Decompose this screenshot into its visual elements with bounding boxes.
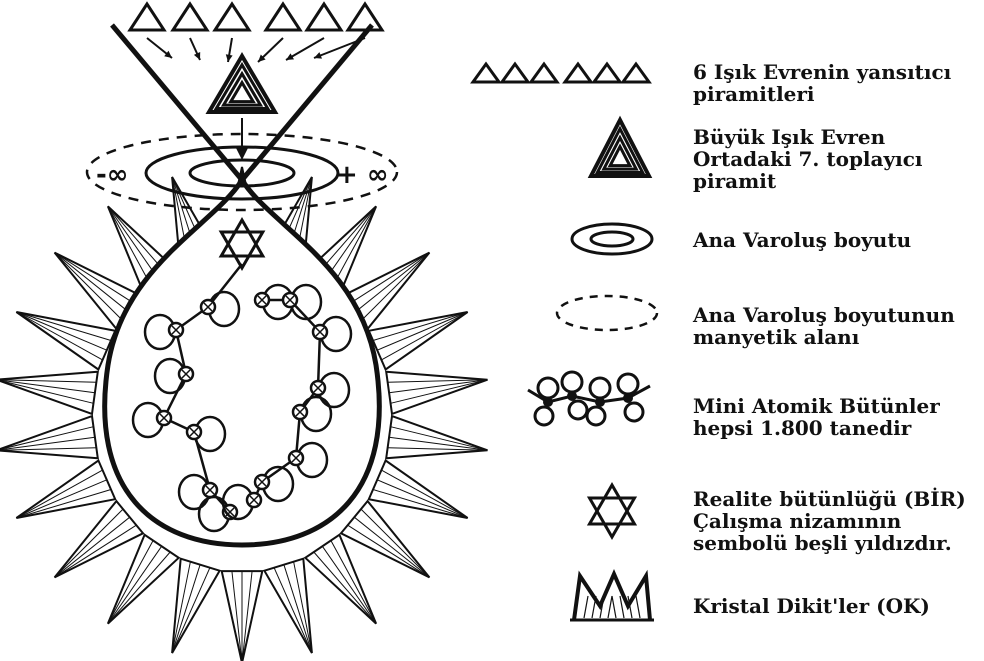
six-point-star-icon — [590, 485, 635, 537]
reflector-pyramid — [215, 4, 249, 30]
reflector-pyramid — [266, 4, 300, 30]
crystal-spike — [55, 501, 143, 577]
infinity-left-label: -∞ — [96, 160, 128, 190]
reflector-pyramid — [173, 4, 207, 30]
legend-icons — [473, 64, 657, 620]
crystal-spike — [386, 416, 487, 458]
central-collector-pyramid — [209, 56, 275, 112]
converging-arrows — [147, 38, 365, 62]
central-collector-pyramid-icon — [591, 120, 649, 176]
mini-atomic-wholes-chain-icon — [528, 372, 650, 425]
legend-text-star: Realite bütünlüğü (BİR)Çalışma nizamının… — [693, 488, 966, 554]
cosmic-diagram: -∞ + ∞ — [0, 4, 488, 661]
cone-left-line — [112, 25, 242, 180]
crystal-spike — [305, 535, 376, 624]
magnetic-field-dashed-ellipse-icon — [557, 296, 657, 330]
six-reflector-pyramids-icon — [473, 64, 649, 82]
crystal-spike — [264, 559, 312, 653]
drop-shape — [105, 180, 380, 545]
crystal-spike — [341, 501, 429, 577]
legend-text-main-dimension: Ana Varoluş boyutu — [693, 229, 911, 251]
reflector-pyramid — [307, 4, 341, 30]
crystal-stalagmites-icon — [570, 574, 654, 620]
crystal-spike — [386, 372, 487, 414]
legend-text-crystals: Kristal Dikit'ler (OK) — [693, 595, 930, 617]
center-arrow-head — [236, 148, 248, 160]
reflector-pyramid — [130, 4, 164, 30]
crystal-spike — [108, 535, 179, 624]
infinity-right-label: + ∞ — [336, 160, 389, 190]
crystal-spike — [172, 559, 220, 653]
six-reflector-pyramids — [130, 4, 382, 30]
reflector-pyramid — [348, 4, 382, 30]
main-existence-dimension-icon — [572, 224, 652, 254]
